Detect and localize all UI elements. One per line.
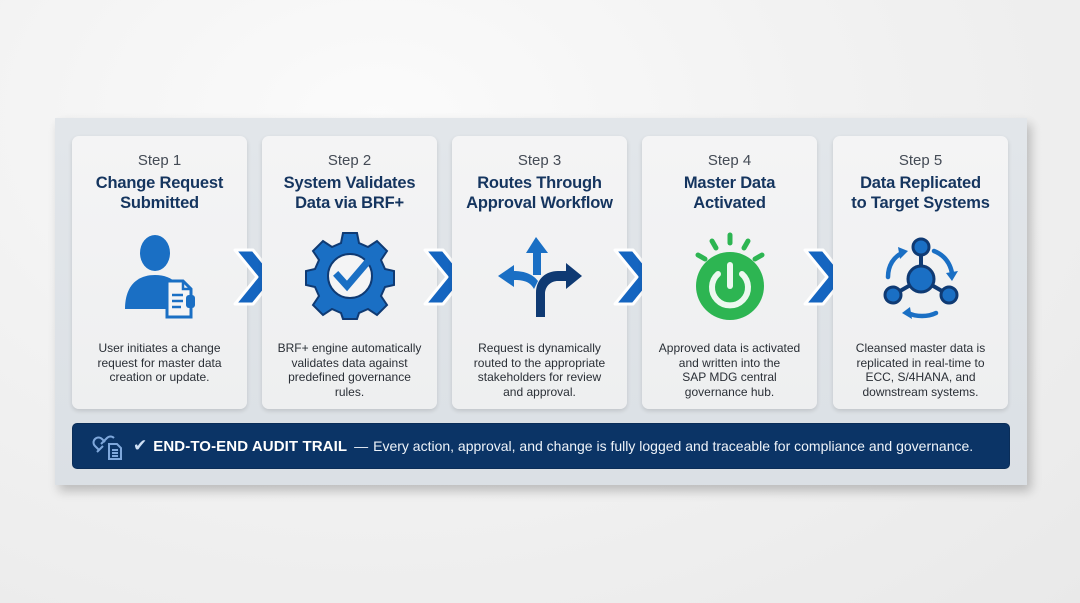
step-title: Data Replicated to Target Systems — [833, 173, 1008, 213]
banner-title: END-TO-END AUDIT TRAIL — [153, 437, 348, 455]
step-title-line: Master Data — [683, 174, 776, 192]
step-description: BRF+ engine automatically validates data… — [268, 341, 431, 399]
step-card-5: Step 5 Data Replicated to Target Systems — [833, 136, 1008, 409]
routing-arrows-icon — [452, 228, 627, 324]
desc-line: ECC, S/4HANA, and — [865, 370, 976, 384]
step-number: Step 4 — [707, 152, 752, 169]
desc-line: Cleansed master data is — [855, 341, 986, 355]
desc-line: Request is dynamically — [478, 341, 601, 355]
step-card-1: Step 1 Change Request Submitted User ini… — [72, 136, 247, 409]
desc-line: and approval. — [503, 384, 576, 399]
step-description: Approved data is activated and written i… — [648, 341, 811, 399]
audit-trail-banner: ✔ END-TO-END AUDIT TRAIL — Every action,… — [72, 423, 1010, 469]
step-title-line: Submitted — [120, 194, 199, 212]
step-title-line: Approval Workflow — [466, 194, 613, 212]
gear-check-icon — [262, 228, 437, 324]
user-document-icon — [72, 228, 247, 324]
desc-line: replicated in real-time to — [856, 355, 985, 370]
banner-dash: — — [354, 438, 369, 454]
power-on-icon — [642, 228, 817, 324]
step-card-2: Step 2 System Validates Data via BRF+ BR… — [262, 136, 437, 409]
step-description: User initiates a change request for mast… — [78, 341, 241, 385]
step-title-line: Activated — [693, 194, 766, 212]
step-title-line: System Validates — [283, 174, 416, 192]
desc-line: downstream systems. — [862, 384, 979, 399]
step-number: Step 3 — [517, 152, 562, 169]
desc-line: rules. — [334, 384, 365, 399]
step-number: Step 2 — [327, 152, 372, 169]
desc-line: SAP MDG central — [682, 370, 777, 384]
step-card-4: Step 4 Master Data Activated Approved da… — [642, 136, 817, 409]
desc-line: stakeholders for review — [477, 370, 602, 384]
step-title: System Validates Data via BRF+ — [262, 173, 437, 213]
step-title-line: Change Request — [95, 174, 224, 192]
link-document-icon — [92, 435, 122, 460]
step-description: Request is dynamically routed to the app… — [458, 341, 621, 399]
step-title: Master Data Activated — [642, 173, 817, 213]
desc-line: BRF+ engine automatically — [277, 341, 422, 355]
desc-line: and written into the — [678, 355, 781, 370]
step-title-line: Data via BRF+ — [295, 194, 404, 212]
desc-line: validates data against — [291, 355, 408, 370]
network-sync-icon — [833, 228, 1008, 324]
step-card-3: Step 3 Routes Through Approval Workflow … — [452, 136, 627, 409]
banner-text: Every action, approval, and change is fu… — [373, 438, 974, 454]
step-title: Change Request Submitted — [72, 173, 247, 213]
desc-line: User initiates a change — [98, 341, 221, 355]
step-title-line: Routes Through — [477, 174, 602, 192]
desc-line: request for master data — [97, 355, 222, 370]
desc-line: governance hub. — [684, 384, 775, 399]
step-number: Step 1 — [137, 152, 182, 169]
step-title: Routes Through Approval Workflow — [452, 173, 627, 213]
desc-line: routed to the appropriate — [473, 355, 606, 370]
desc-line: Approved data is activated — [658, 341, 801, 355]
desc-line: predefined governance — [288, 370, 411, 384]
desc-line: creation or update. — [109, 370, 210, 384]
step-title-line: Data Replicated — [860, 174, 981, 192]
step-number: Step 5 — [898, 152, 943, 169]
process-flow-panel: Step 1 Change Request Submitted User ini… — [55, 118, 1027, 485]
step-description: Cleansed master data is replicated in re… — [839, 341, 1002, 399]
step-title-line: to Target Systems — [851, 194, 990, 212]
check-icon: ✔ — [133, 436, 148, 455]
